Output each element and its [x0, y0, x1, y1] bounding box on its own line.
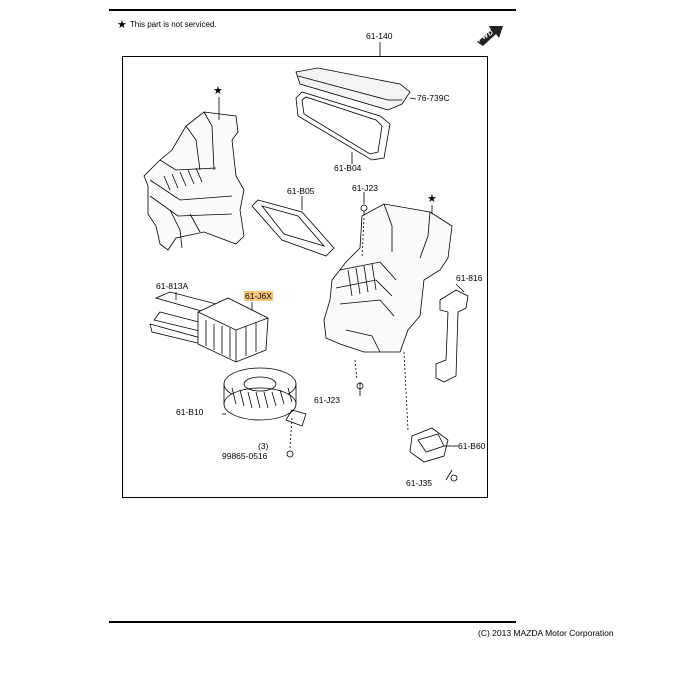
assembly-frame	[122, 56, 488, 498]
fwd-arrow-icon	[477, 26, 503, 46]
part-label-61-b60: 61-B60	[458, 441, 486, 451]
top-rule	[109, 9, 516, 11]
part-label-61-j6x: 61-J6X	[244, 291, 273, 301]
part-label-99865-0516: 99865-0516	[222, 451, 268, 461]
part-label-61-j35: 61-J35	[406, 478, 432, 488]
part-label-76-739c: 76-739C	[417, 93, 450, 103]
part-label-61-j23-bottom: 61-J23	[314, 395, 340, 405]
legend-note-text: This part is not serviced.	[129, 20, 217, 29]
not-serviced-star-left-icon: ★	[213, 85, 223, 97]
part-label-61-b10: 61-B10	[176, 407, 204, 417]
part-label-61-b05: 61-B05	[287, 186, 315, 196]
part-label-61-b04: 61-B04	[334, 163, 362, 173]
star-icon: ★	[117, 19, 127, 31]
part-label-61-816: 61-816	[456, 273, 483, 283]
copyright-text: (C) 2013 MAZDA Motor Corporation	[478, 628, 614, 638]
part-label-61-813a: 61-813A	[156, 281, 189, 291]
bottom-rule	[109, 621, 516, 623]
not-serviced-star-right-icon: ★	[427, 193, 437, 205]
part-quantity-label: (3)	[258, 441, 269, 451]
legend-note: ★This part is not serviced.	[117, 17, 217, 31]
part-label-61-140: 61-140	[366, 31, 393, 41]
part-label-61-j23-top: 61-J23	[352, 183, 378, 193]
